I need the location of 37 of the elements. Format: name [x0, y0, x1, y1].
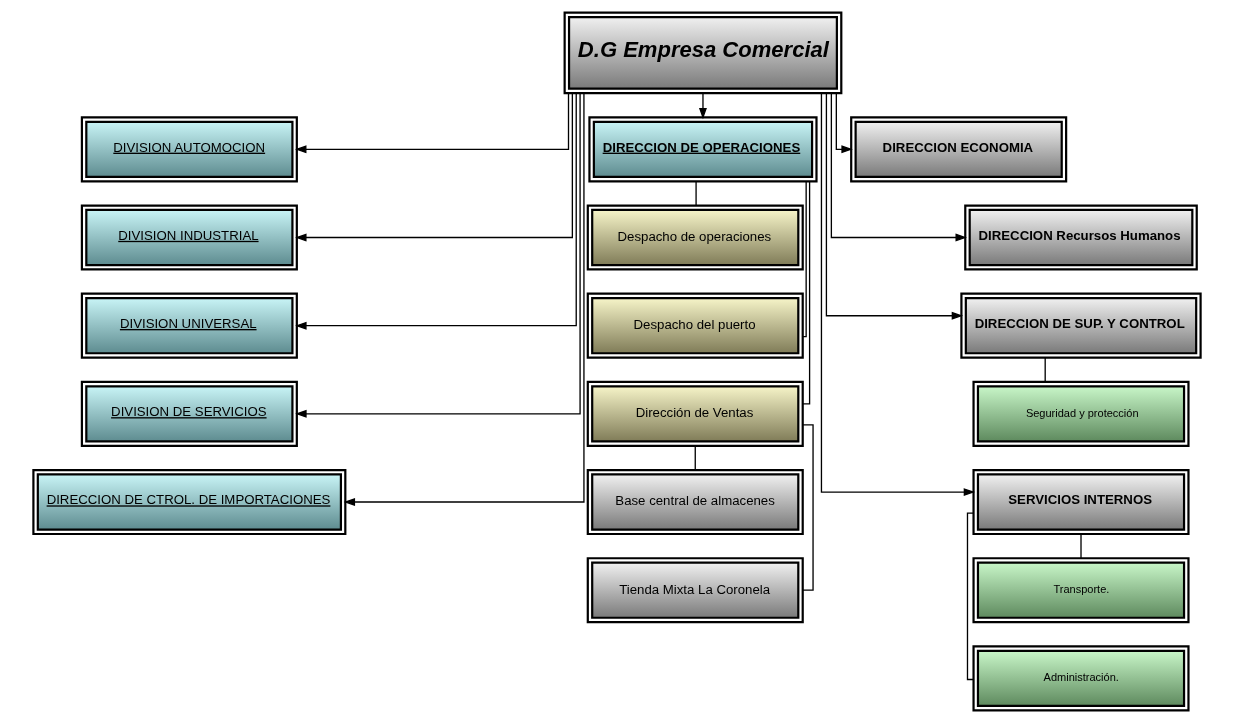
arrow	[830, 92, 967, 242]
node-box: DIVISION AUTOMOCION	[80, 116, 298, 183]
node-box: Tienda Mixta La Coronela	[586, 557, 804, 624]
node-box: DIRECCION ECONOMIA	[849, 116, 1067, 183]
node-box: DIRECCION DE SUP. Y CONTROL	[959, 292, 1202, 359]
node-box: DIRECCION DE OPERACIONES	[587, 116, 818, 183]
node-box: DIVISION UNIVERSAL	[80, 292, 298, 359]
connector	[801, 180, 810, 405]
node-box: Administración.	[971, 645, 1190, 712]
arrow	[820, 92, 975, 497]
node-box: Seguridad y protección	[971, 380, 1190, 447]
node-box: DIRECCION DE CTROL. DE IMPORTACIONES	[31, 468, 346, 536]
node-box: DIVISION INDUSTRIAL	[80, 204, 298, 271]
arrow	[835, 92, 853, 154]
connector	[694, 181, 697, 207]
arrow	[698, 92, 707, 120]
arrow	[294, 92, 569, 154]
arrow	[825, 92, 963, 320]
node-box: Base central de almacenes	[586, 468, 804, 536]
connector	[801, 180, 807, 338]
node-box: DIRECCION Recursos Humanos	[963, 204, 1198, 271]
node-box: SERVICIOS INTERNOS	[971, 468, 1190, 536]
node-box: DIVISION DE SERVICIOS	[80, 380, 298, 447]
node-box: Despacho de operaciones	[586, 204, 804, 271]
connector	[1079, 533, 1082, 559]
node-box: Transporte.	[971, 557, 1190, 624]
connector	[1044, 357, 1046, 383]
arrow	[343, 92, 585, 507]
arrow	[294, 92, 581, 418]
arrow	[294, 92, 577, 330]
node-box: Despacho del puerto	[586, 292, 804, 359]
connector	[694, 445, 696, 471]
connector	[801, 424, 814, 591]
connector	[966, 512, 974, 681]
node-box: D.G Empresa Comercial	[563, 11, 842, 95]
node-box: Dirección de Ventas	[586, 380, 804, 447]
arrow	[294, 92, 573, 242]
